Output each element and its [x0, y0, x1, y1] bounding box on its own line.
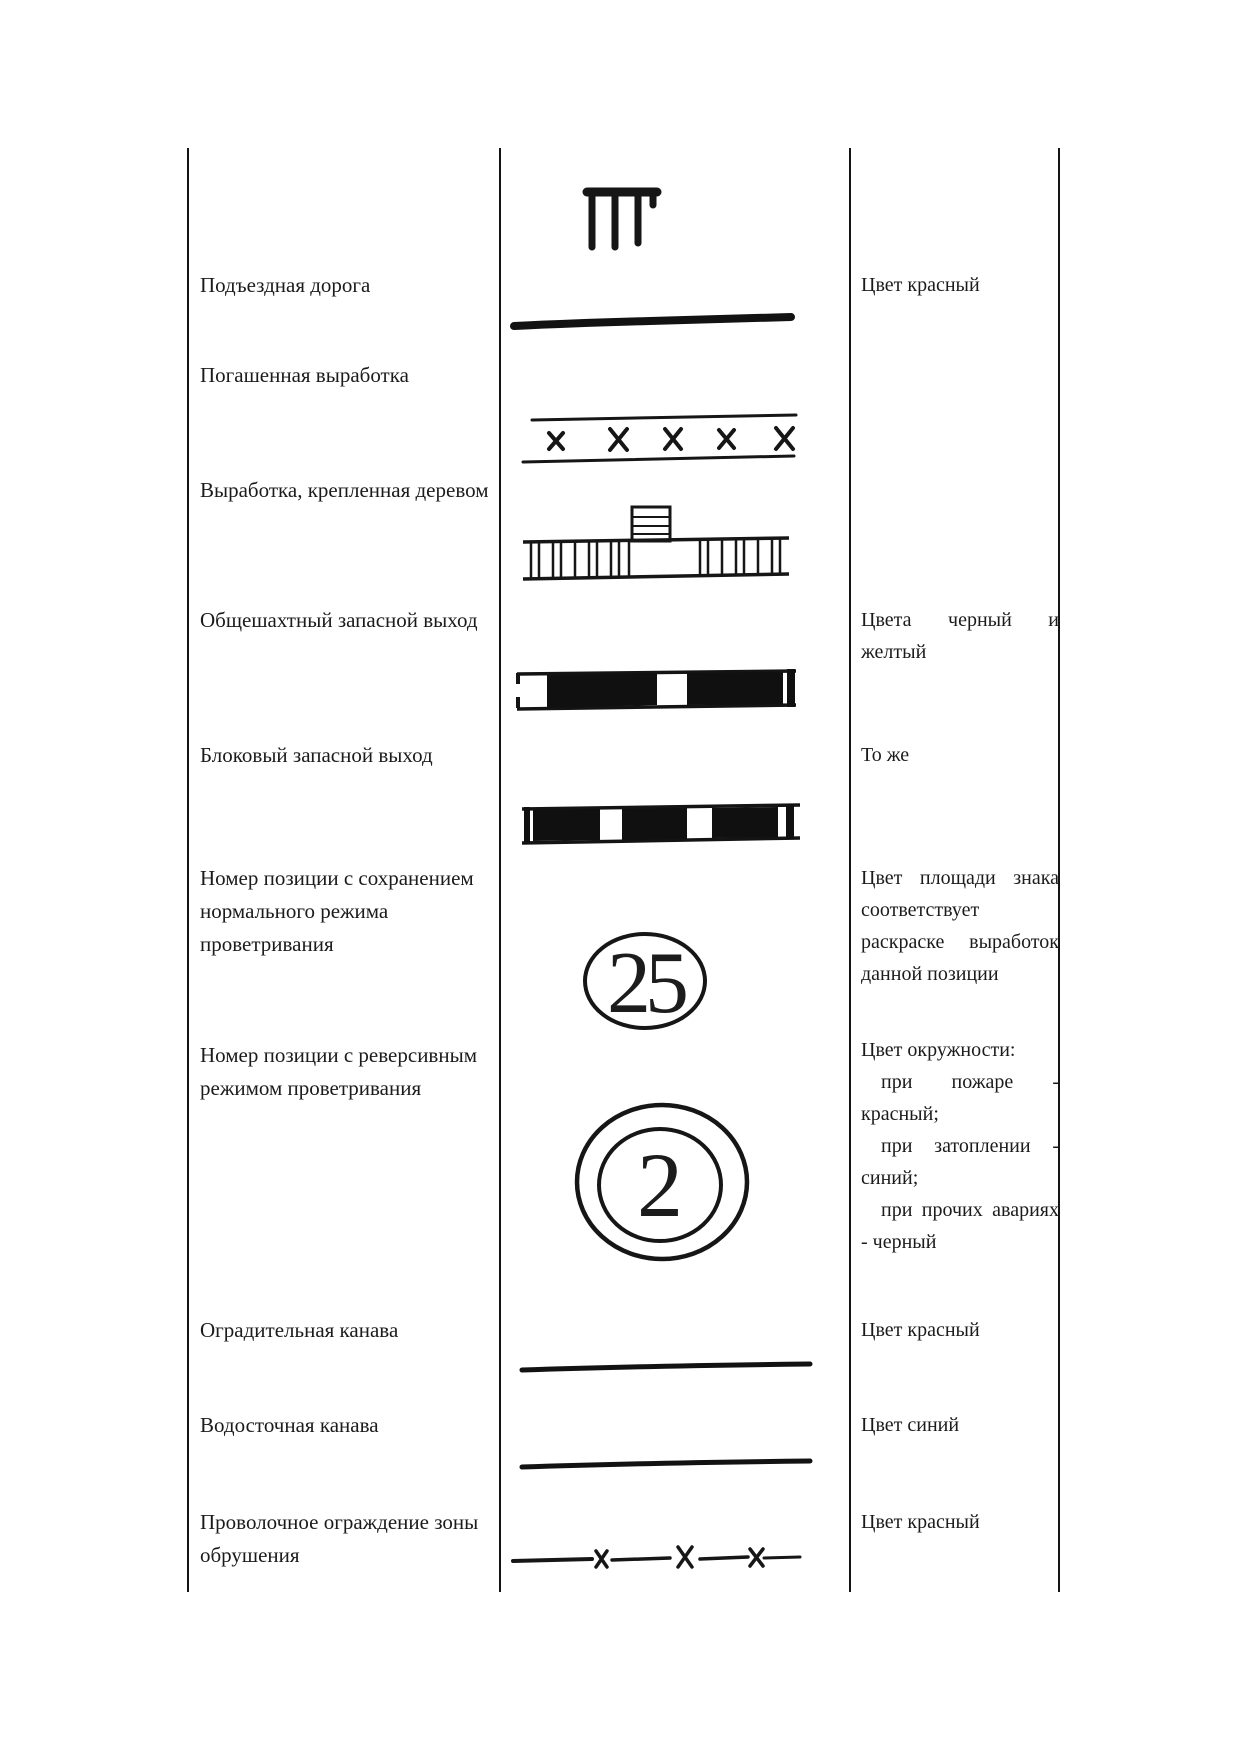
legend-name-position-reverse: Номер позиции с реверсивным режимом пров… [200, 1043, 477, 1100]
pg-road-sign-symbol [582, 187, 662, 251]
legend-name-timbered-working: Выработка, крепленная деревом [200, 478, 489, 502]
legend-color-drain-ditch: Цвет синий [861, 1414, 960, 1436]
legend-name-guard-ditch: Оградительная канава [200, 1318, 399, 1342]
guard-ditch-line-symbol [519, 1361, 813, 1373]
color-line-other: при прочих авариях - черный [861, 1199, 1059, 1253]
legend-color-guard-ditch: Цвет красный [861, 1319, 980, 1341]
color-line-flooding: при затоплении - синий; [861, 1135, 1059, 1189]
legend-color-position-normal: Цвет площади знака соответствует раскрас… [861, 867, 1059, 985]
legend-color-mine-exit: Цвета черный и желтый [861, 609, 1059, 663]
legend-name-mine-exit: Общешахтный запасной выход [200, 608, 478, 632]
drain-ditch-line-symbol [519, 1458, 813, 1470]
table-rule-middle-1 [499, 148, 501, 1592]
black-bar-one-gap-symbol [516, 669, 797, 711]
legend-color-access-road: Цвет красный [861, 274, 980, 296]
table-rule-left [187, 148, 189, 1592]
double-line-with-x-marks-symbol [521, 413, 798, 464]
circled-number-25-symbol: 25 [583, 932, 707, 1032]
legend-color-wire-fence: Цвет красный [861, 1511, 980, 1533]
black-bar-two-gaps-symbol [521, 803, 801, 845]
position-number-25-text: 25 [607, 935, 686, 1032]
legend-name-access-road: Подъездная дорога [200, 273, 371, 297]
legend-color-position-reverse: Цвет окружности: при пожаре - красный; п… [861, 1034, 1059, 1258]
legend-name-position-normal: Номер позиции с сохранением нормального … [200, 866, 474, 956]
thick-solid-line-symbol [510, 313, 795, 330]
legend-name-abandoned-working: Погашенная выработка [200, 363, 409, 387]
legend-name-drain-ditch: Водосточная канава [200, 1413, 379, 1437]
position-number-2-text: 2 [637, 1134, 683, 1236]
color-line-circle: Цвет окружности: [861, 1039, 1016, 1061]
dashed-line-with-x-marks-symbol [511, 1545, 802, 1569]
timbered-band-with-striped-box-symbol [522, 505, 790, 581]
color-line-fire: при пожаре - красный; [861, 1071, 1059, 1125]
legend-name-block-exit: Блоковый запасной выход [200, 743, 433, 767]
table-rule-right [1058, 148, 1060, 1592]
double-circled-number-2-symbol: 2 [574, 1102, 750, 1262]
legend-name-wire-fence: Проволочное ограждение зоны обрушения [200, 1510, 479, 1567]
legend-color-block-exit: То же [861, 744, 910, 766]
table-rule-middle-2 [849, 148, 851, 1592]
